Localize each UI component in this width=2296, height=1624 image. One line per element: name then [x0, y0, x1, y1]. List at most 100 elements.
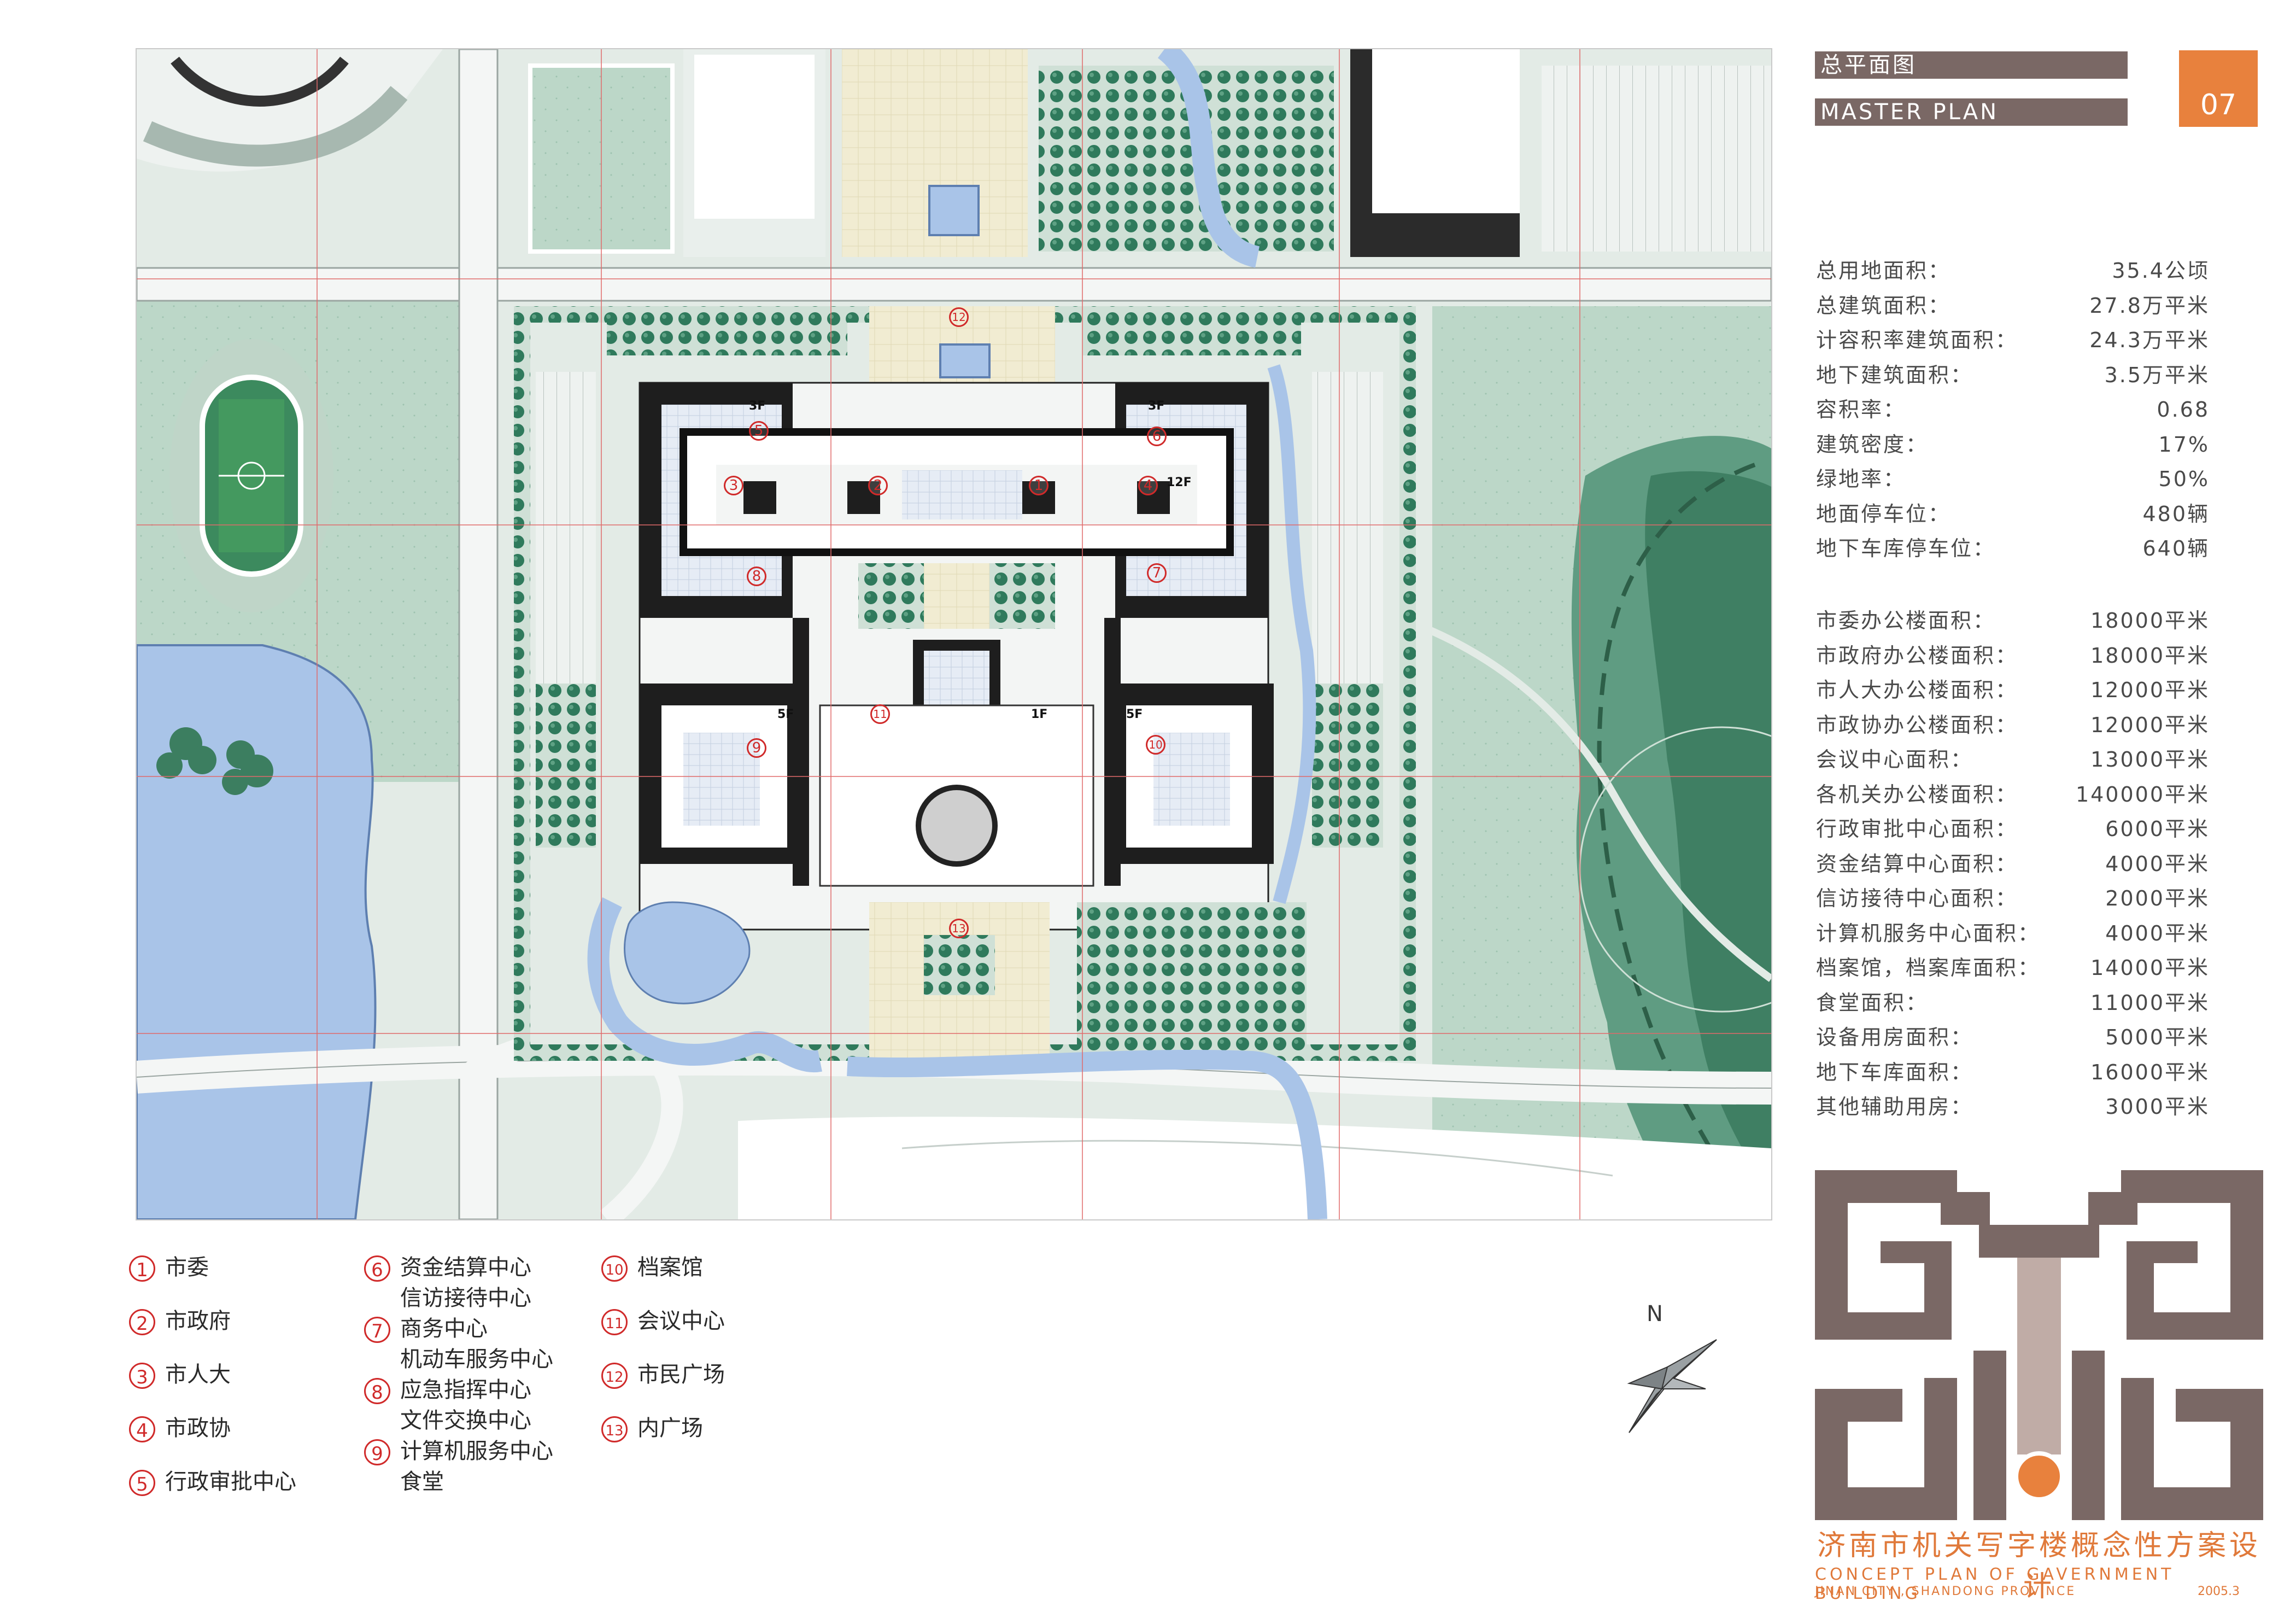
legend-label: 商务中心	[400, 1316, 488, 1341]
project-title-en: CONCEPT PLAN OF GAVERNMENT BUILDING	[1815, 1565, 2175, 1603]
stat-value: 35.4公顷	[2112, 259, 2210, 283]
stat-row: 各机关办公楼面积：140000平米	[1816, 778, 2210, 811]
plan-marker-1[interactable]: 1	[1029, 476, 1049, 495]
stat-value: 4000平米	[2105, 851, 2210, 876]
stat-label: 信访接待中心面积：	[1816, 886, 2018, 910]
floor-label: 5F	[777, 708, 794, 721]
stat-label: 地下车库面积：	[1816, 1060, 1973, 1084]
stat-row: 设备用房面积：5000平米	[1816, 1020, 2210, 1054]
plan-marker-13[interactable]: 13	[949, 919, 969, 938]
legend-item: 6 资金结算中心信访接待中心	[364, 1252, 531, 1313]
legend-label: 市民广场	[637, 1362, 725, 1387]
stat-row: 计算机服务中心面积：4000平米	[1816, 916, 2210, 950]
plan-marker-9[interactable]: 9	[747, 738, 766, 758]
page-number: 07	[2179, 50, 2258, 127]
legend-number: 9	[364, 1439, 390, 1465]
stat-row: 市委办公楼面积： 18000平米	[1816, 604, 2210, 638]
stat-row: 市政府办公楼面积： 18000平米	[1816, 639, 2210, 673]
stat-value: 13000平米	[2090, 747, 2210, 772]
title-en: MASTER PLAN	[1815, 98, 2128, 126]
stat-value: 640辆	[2142, 536, 2210, 560]
plan-marker-12[interactable]: 12	[949, 307, 969, 327]
stat-row: 资金结算中心面积：4000平米	[1816, 847, 2210, 881]
legend-item: 4 市政协	[129, 1413, 231, 1444]
stat-value: 18000平米	[2090, 609, 2210, 633]
stat-row: 其他辅助用房：3000平米	[1816, 1090, 2210, 1124]
floor-label: 12F	[1167, 476, 1192, 489]
legend-number: 12	[601, 1363, 628, 1389]
legend-number: 4	[129, 1416, 155, 1442]
logo-graphic	[1815, 1170, 2263, 1520]
plan-marker-2[interactable]: 2	[868, 476, 888, 495]
legend-label: 档案馆	[637, 1255, 703, 1280]
stat-label: 市政府办公楼面积：	[1816, 643, 2018, 668]
stat-row: 档案馆，档案库面积：14000平米	[1816, 951, 2210, 985]
stat-row: 会议中心面积：13000平米	[1816, 743, 2210, 776]
plan-marker-10[interactable]: 10	[1146, 735, 1165, 755]
stat-value: 6000平米	[2105, 817, 2210, 841]
stat-value: 50%	[2158, 467, 2210, 491]
stat-row: 信访接待中心面积： 2000平米	[1816, 881, 2210, 915]
stat-value: 14000平米	[2090, 956, 2210, 980]
plan-marker-8[interactable]: 8	[747, 566, 766, 586]
legend-label: 市政协	[165, 1416, 231, 1441]
project-location: JINAN CITY , SHANDONG PROVINCE	[1815, 1585, 2076, 1598]
legend-label: 文件交换中心	[400, 1408, 531, 1433]
legend-number: 6	[364, 1255, 390, 1282]
stat-value: 27.8万平米	[2089, 293, 2210, 318]
stat-value: 16000平米	[2090, 1060, 2210, 1084]
legend-item: 13 内广场	[601, 1413, 703, 1444]
floor-label: 5F	[1126, 708, 1143, 721]
floor-label: 3F	[1148, 399, 1165, 413]
legend-label: 资金结算中心	[400, 1255, 531, 1280]
plan-marker-4[interactable]: 4	[1138, 476, 1158, 495]
stat-row: 地下车库面积： 16000平米	[1816, 1055, 2210, 1089]
stat-label: 计容积率建筑面积：	[1816, 328, 2018, 352]
legend-number: 11	[601, 1309, 628, 1335]
legend-label: 机动车服务中心	[400, 1347, 553, 1372]
legend-label: 内广场	[637, 1416, 703, 1441]
stat-value: 18000平米	[2090, 643, 2210, 668]
stat-value: 2000平米	[2105, 886, 2210, 910]
legend-number: 8	[364, 1378, 390, 1404]
legend-number: 3	[129, 1363, 155, 1389]
master-plan-drawing: 1 2 3 4 5 6 7 8 9 10 11 12 13 3F 3F 12F …	[136, 48, 1772, 1220]
stat-label: 市委办公楼面积：	[1816, 609, 1996, 633]
plan-marker-11[interactable]: 11	[870, 704, 890, 724]
stat-label: 计算机服务中心面积：	[1816, 921, 2041, 945]
stat-row: 行政审批中心面积： 6000平米	[1816, 812, 2210, 846]
legend-item: 7 商务中心机动车服务中心	[364, 1313, 553, 1375]
legend-label: 行政审批中心	[165, 1469, 296, 1494]
legend-number: 5	[129, 1470, 155, 1496]
plan-marker-5[interactable]: 5	[749, 421, 769, 441]
stat-row: 市人大办公楼面积：12000平米	[1816, 673, 2210, 707]
stat-label: 地面停车位：	[1816, 501, 1951, 526]
stat-label: 行政审批中心面积：	[1816, 817, 2018, 841]
legend-label: 计算机服务中心	[400, 1439, 553, 1464]
legend-label: 市委	[165, 1255, 209, 1280]
legend-number: 13	[601, 1416, 628, 1442]
stat-row: 总建筑面积：27.8万平米	[1816, 289, 2210, 323]
project-title-cn: 济南市机关写字楼概念性方案设计	[1817, 1529, 2261, 1603]
legend-item: 5 行政审批中心	[129, 1467, 296, 1497]
project-logo	[1815, 1170, 2263, 1520]
stat-label: 设备用房面积：	[1816, 1025, 1973, 1049]
stat-value: 0.68	[2157, 398, 2210, 422]
legend-number: 7	[364, 1317, 390, 1343]
stat-row: 地下车库停车位：640辆	[1816, 531, 2210, 565]
plan-marker-3[interactable]: 3	[724, 476, 743, 495]
stat-value: 3000平米	[2105, 1095, 2210, 1119]
north-arrow: N	[1607, 1301, 1727, 1444]
legend-item: 12 市民广场	[601, 1359, 725, 1390]
plan-marker-6[interactable]: 6	[1147, 427, 1167, 446]
site-plan-graphic	[137, 49, 1771, 1219]
stat-label: 食堂面积：	[1816, 990, 1929, 1015]
plan-marker-7[interactable]: 7	[1147, 563, 1167, 583]
legend-label: 信访接待中心	[400, 1286, 531, 1311]
